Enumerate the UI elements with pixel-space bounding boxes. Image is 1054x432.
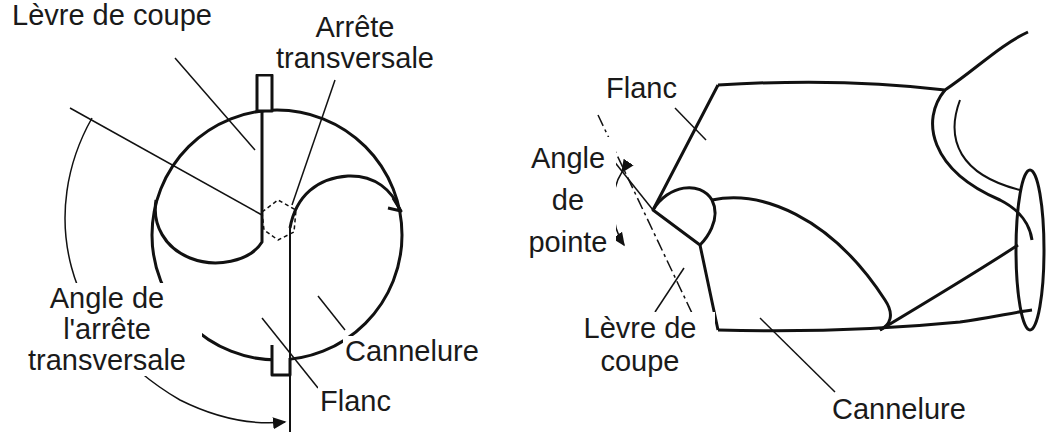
- leader-line: [655, 268, 684, 312]
- lip-line: [289, 228, 291, 432]
- part-label: Arrête transversale: [250, 12, 460, 74]
- leader-line: [318, 296, 345, 330]
- flute-tick: [388, 198, 401, 211]
- part-label: Flanc: [604, 73, 679, 104]
- part-label: Cannelure: [343, 336, 481, 367]
- leader-line: [760, 318, 835, 392]
- flute-tip: [653, 188, 715, 245]
- flute-edge: [880, 245, 1018, 330]
- cutting-lip: [261, 111, 264, 215]
- angle-arc: [65, 118, 285, 423]
- chisel-edge: [262, 200, 296, 240]
- leader-line: [675, 108, 706, 140]
- flute-left: [155, 200, 262, 263]
- drill-bottom: [718, 310, 1032, 331]
- flute-right: [290, 176, 400, 228]
- shank-end: [1016, 170, 1044, 330]
- part-label: Flanc: [318, 386, 393, 417]
- leader-line: [262, 318, 318, 388]
- flute: [712, 198, 890, 330]
- spiral-land: [955, 100, 1020, 190]
- part-label: Angle de pointe: [520, 137, 616, 263]
- part-label: Lèvre de coupe: [10, 0, 214, 31]
- drill-tip: [653, 85, 718, 330]
- part-label: Angle de l'arrête transversale: [12, 283, 202, 376]
- drill-top: [718, 32, 1028, 90]
- leader-line: [292, 80, 335, 205]
- lip-tab: [257, 75, 272, 111]
- part-label: Lèvre de coupe: [565, 312, 715, 378]
- part-label: Cannelure: [830, 394, 968, 425]
- leader-line: [175, 58, 255, 150]
